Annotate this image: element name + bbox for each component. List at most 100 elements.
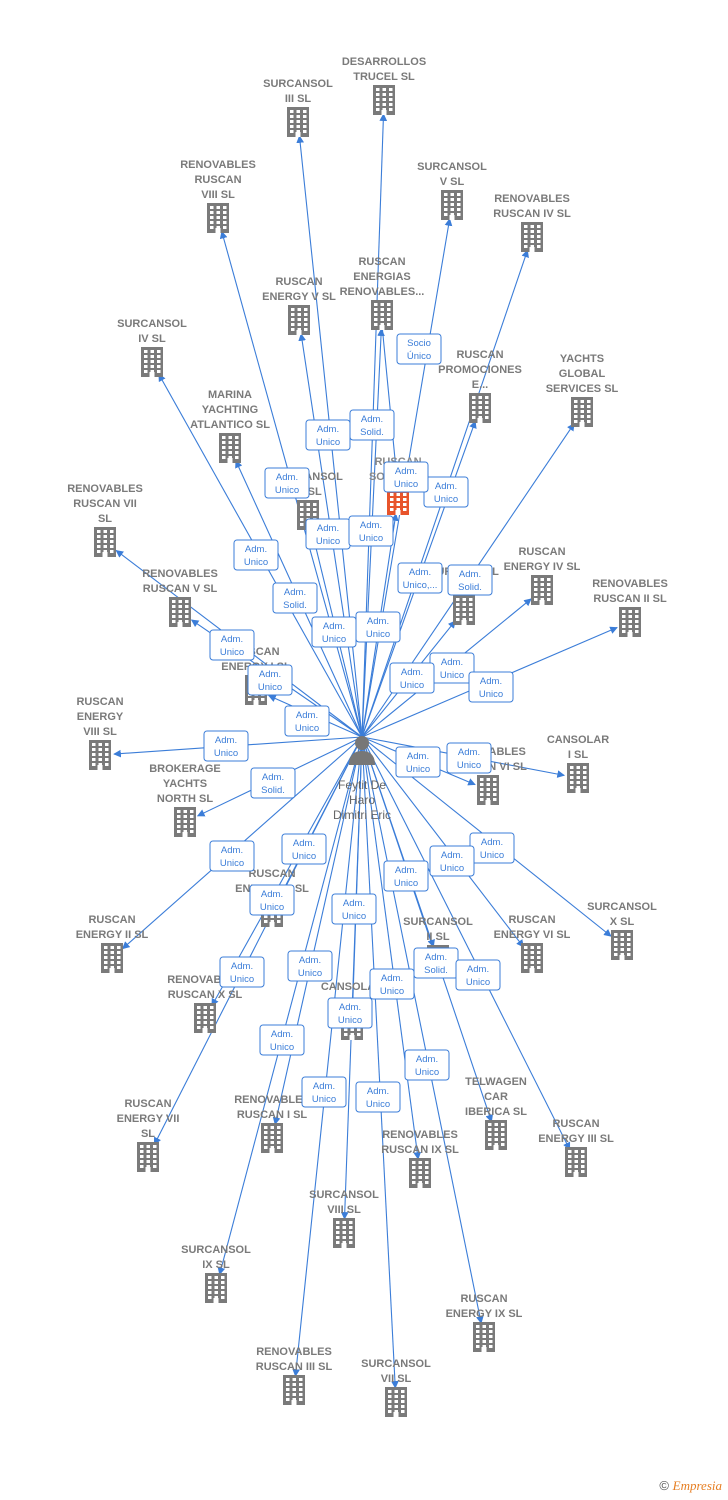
role-badge[interactable]: Adm.Unico <box>247 664 293 696</box>
role-badge[interactable]: Adm.Solid. <box>272 582 318 614</box>
company-name: I SL <box>568 749 588 761</box>
company-name: RUSCAN V SL <box>143 583 218 595</box>
role-badge[interactable]: Adm.Unico <box>264 467 310 499</box>
edge-n32 <box>153 736 363 1146</box>
badge-text: Unico <box>394 878 418 889</box>
role-badge[interactable]: Adm.Unico <box>219 956 265 988</box>
role-badge[interactable]: Adm.Unico <box>259 1024 305 1056</box>
building-icon <box>611 930 633 960</box>
role-badge[interactable]: Adm.Unico <box>369 968 415 1000</box>
role-badge[interactable]: Adm.Unico <box>284 705 330 737</box>
role-badge[interactable]: Adm.Unico <box>203 730 249 762</box>
badge-text: Adm. <box>425 952 447 963</box>
role-badge[interactable]: Adm.Solid. <box>349 409 395 441</box>
role-badge[interactable]: Adm.Unico <box>429 845 475 877</box>
company-name: III SL <box>285 93 312 105</box>
badge-text: Unico <box>258 682 282 693</box>
company-name: VIII SL <box>327 1204 361 1216</box>
edge-n37 <box>217 736 363 1276</box>
role-badge[interactable]: Adm.Unico <box>287 950 333 982</box>
role-badge[interactable]: Adm.Unico <box>331 893 377 925</box>
role-badge[interactable]: Adm.Solid. <box>447 564 493 596</box>
role-badge[interactable]: Adm.Unico,... <box>397 562 443 594</box>
badge-text: Adm. <box>276 472 298 483</box>
role-badge[interactable]: Adm.Unico <box>301 1076 347 1108</box>
role-badge[interactable]: Adm.Unico <box>383 461 429 493</box>
role-badge[interactable]: Adm.Unico <box>209 840 255 872</box>
role-badge[interactable]: Adm.Unico <box>233 539 279 571</box>
company-name: RUSCAN <box>248 868 295 880</box>
role-badge[interactable]: Adm.Unico <box>281 833 327 865</box>
building-icon <box>571 397 593 427</box>
role-badge[interactable]: Adm.Unico <box>404 1049 450 1081</box>
role-badge[interactable]: Adm.Unico <box>395 746 441 778</box>
badge-text: Adm. <box>296 710 318 721</box>
role-badge[interactable]: Adm.Unico <box>348 515 394 547</box>
role-badge[interactable]: Adm.Unico <box>423 476 469 508</box>
company-node[interactable]: RUSCANPROMOCIONESE... <box>438 349 522 423</box>
role-badge[interactable]: Adm.Solid. <box>413 947 459 979</box>
role-badge[interactable]: Adm.Unico <box>249 884 295 916</box>
role-badge[interactable]: Adm.Unico <box>305 518 351 550</box>
role-badge[interactable]: Adm.Unico <box>446 742 492 774</box>
badge-text: Adm. <box>467 964 489 975</box>
role-badge[interactable]: Adm.Solid. <box>250 767 296 799</box>
badge-text: Adm. <box>261 889 283 900</box>
company-name: TRUCEL SL <box>353 71 415 83</box>
role-badge[interactable]: Adm.Unico <box>355 1081 401 1113</box>
company-name: RUSCAN <box>358 256 405 268</box>
company-name: II SL <box>426 931 450 943</box>
role-badge[interactable]: Adm.Unico <box>311 616 357 648</box>
role-badge[interactable]: Adm.Unico <box>305 419 351 451</box>
role-badge[interactable]: Adm.Unico <box>355 611 401 643</box>
company-name: ENERGY VII <box>117 1113 180 1125</box>
role-badge[interactable]: Adm.Unico <box>389 662 435 694</box>
company-name: SURCANSOL <box>181 1244 251 1256</box>
company-name: PROMOCIONES <box>438 364 522 376</box>
badge-text: Unico <box>220 647 244 658</box>
badge-text: Solid. <box>458 582 482 593</box>
role-badge[interactable]: Adm.Unico <box>327 997 373 1029</box>
role-badge[interactable]: Adm.Unico <box>469 832 515 864</box>
badge-text: Adm. <box>480 676 502 687</box>
role-badge[interactable]: Adm.Unico <box>383 860 429 892</box>
role-badge[interactable]: Adm.Unico <box>455 959 501 991</box>
role-badge[interactable]: Adm.Unico <box>209 629 255 661</box>
role-badge[interactable]: Adm.Unico <box>468 671 514 703</box>
role-badge[interactable]: Adm.Unico <box>429 652 475 684</box>
company-node[interactable]: RUSCANENERGIASRENOVABLES... <box>340 256 425 330</box>
company-name: BROKERAGE <box>149 763 221 775</box>
